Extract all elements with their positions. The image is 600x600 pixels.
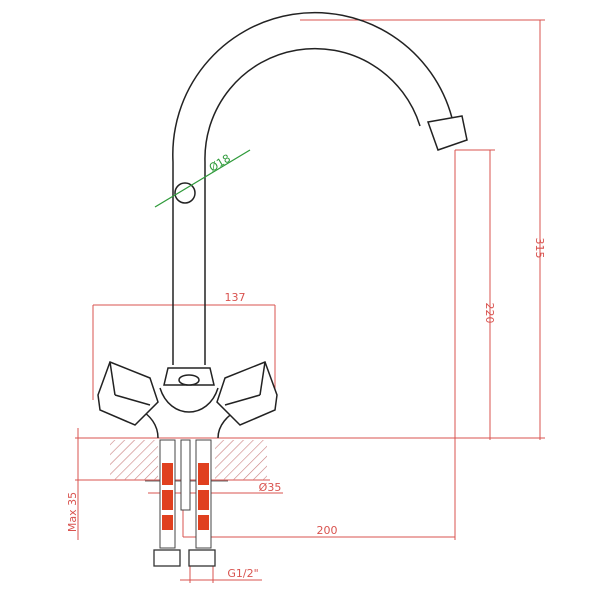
max-thickness-label: Max 35 (66, 492, 79, 532)
thread-label: G1/2" (227, 567, 258, 580)
handle-span-label: 137 (225, 291, 246, 304)
dimension-lines (75, 19, 545, 583)
total-height-label: 315 (533, 238, 546, 259)
spout-diameter-line (154, 149, 251, 208)
supply-hoses (153, 439, 216, 567)
left-handle (97, 361, 159, 426)
mixer-body (139, 367, 239, 439)
spout-diameter-label: Ø18 (207, 152, 233, 175)
spout-height-label: 220 (483, 303, 496, 324)
right-handle (216, 361, 278, 426)
spout (172, 11, 468, 365)
countertop-section (110, 440, 267, 482)
reach-label: 200 (317, 524, 338, 537)
hole-diameter-label: Ø35 (259, 481, 282, 494)
